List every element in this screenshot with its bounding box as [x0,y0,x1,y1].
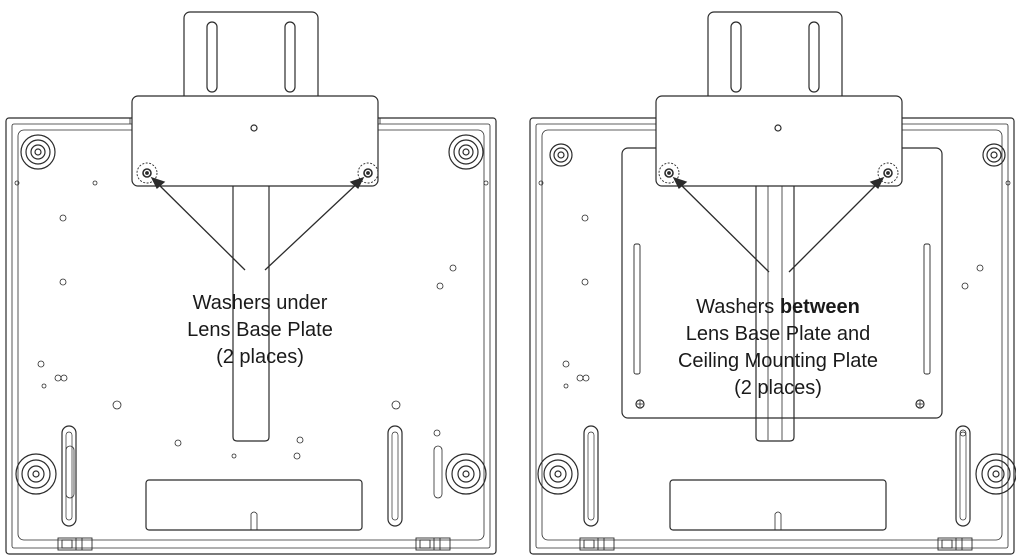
left-washer-1 [136,162,158,184]
left-foot-top-right [448,134,484,170]
right-lens-base-plate [655,95,903,187]
right-foot-top-right [982,143,1006,167]
left-foot-bottom-right [445,453,487,495]
right-callout-line3: Ceiling Mounting Plate [677,350,879,372]
right-washer-1 [658,162,680,184]
right-callout-line2: Lens Base Plate and [685,323,871,345]
left-lens-base-plate [131,95,379,187]
right-vent-slot-left [583,425,599,527]
left-small-fasteners [14,180,489,460]
right-lens-bracket [707,11,843,103]
right-washer-2 [877,162,899,184]
left-latch-left [57,537,93,551]
right-callout: Washers between Lens Base Plate and Ceil… [650,294,906,402]
left-lens-bracket [183,11,319,103]
left-foot-top-left [20,134,56,170]
left-callout: Washers under Lens Base Plate (2 places) [150,290,370,371]
right-foot-bottom-right [975,453,1016,495]
right-callout-line4: (2 places) [734,377,822,399]
left-bottom-recess [145,479,363,531]
right-latch-left [579,537,615,551]
right-vent-slot-right [955,425,971,527]
left-callout-line3: (2 places) [216,346,304,368]
left-foot-bottom-left [15,453,57,495]
right-foot-bottom-left [537,453,579,495]
left-vent-slot-right [387,425,403,527]
left-vent-small-left [65,445,75,499]
left-vent-small-right [433,445,443,499]
right-callout-line1-pre: Washers [696,296,780,318]
right-panel [529,11,1016,555]
right-bottom-recess [669,479,887,531]
right-foot-top-left [549,143,573,167]
left-latch-right [415,537,451,551]
right-small-fasteners [538,180,1011,437]
right-callout-arrows [672,176,885,273]
left-callout-line2: Lens Base Plate [187,319,333,341]
right-callout-line1-bold: between [779,296,860,318]
left-callout-arrows [150,176,365,271]
right-latch-right [937,537,973,551]
right-center-rail [755,185,795,442]
left-center-rail [232,185,270,442]
left-panel [5,11,497,555]
left-vent-slot-left [61,425,77,527]
left-washer-2 [357,162,379,184]
left-callout-line1: Washers under [192,292,328,314]
right-callout-line1: Washers between [650,294,906,321]
